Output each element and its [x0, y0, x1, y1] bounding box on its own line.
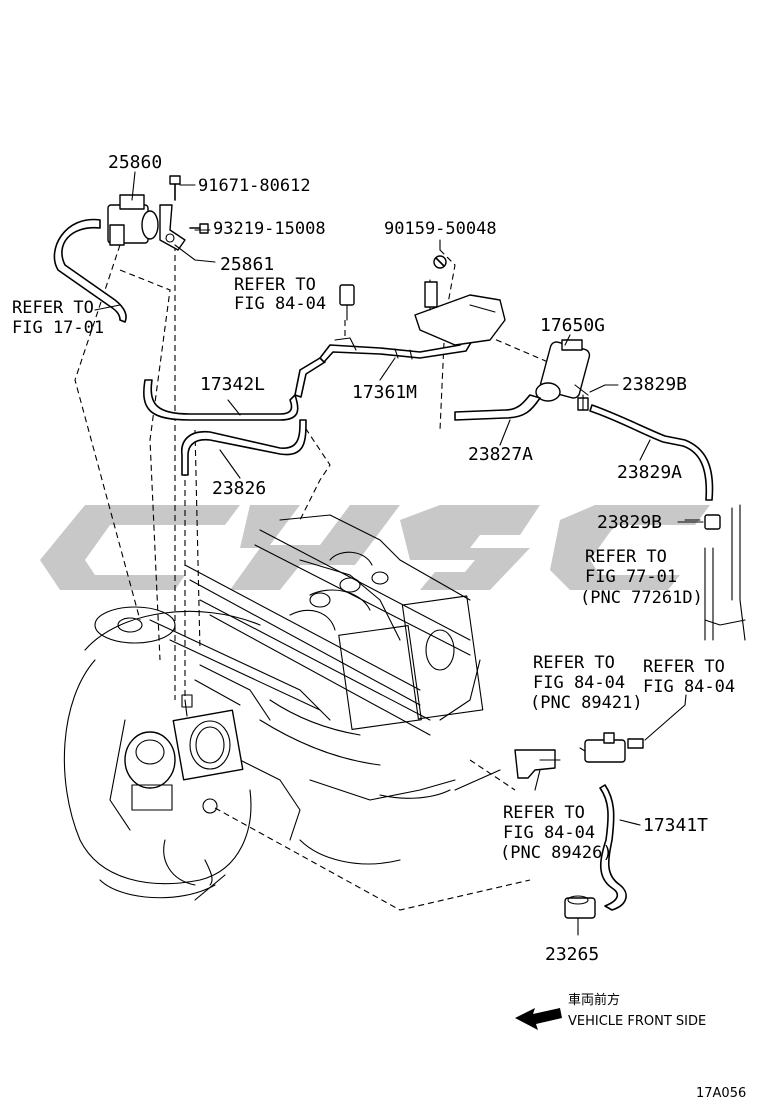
label-fig-17-01: FIG 17-01: [12, 318, 104, 338]
label-91671: 91671-80612: [198, 176, 311, 196]
label-refer-to-84-04-top: REFER TO: [234, 275, 316, 295]
hose-17341T: [599, 784, 627, 911]
label-23829A: 23829A: [617, 462, 682, 483]
label-17361M: 17361M: [352, 382, 417, 403]
pipes-fig-77-01: [704, 504, 746, 641]
clamp-23829B-top: [577, 394, 589, 411]
bracket-25861: [159, 204, 186, 251]
plug-fig-84-04-top: [339, 284, 355, 321]
label-fig-84-04-89426: FIG 84-04: [503, 823, 595, 843]
label-90159: 90159-50048: [384, 219, 497, 239]
label-pnc-89421: (PNC 89421): [530, 693, 643, 713]
hose-23829A: [589, 404, 714, 501]
hose-vsv: [53, 218, 127, 323]
label-refer-to-77-01: REFER TO: [585, 547, 667, 567]
label-fig-84-04-89421: FIG 84-04: [533, 673, 625, 693]
bolt-93219: [189, 223, 209, 234]
label-refer-to-89421: REFER TO: [533, 653, 615, 673]
dashed-leaders: [74, 244, 556, 911]
label-pnc-89426: (PNC 89426): [500, 843, 613, 863]
label-fig-84-04-right: FIG 84-04: [643, 677, 735, 697]
tube-17342L-end: [294, 357, 326, 398]
clip-90159: [433, 255, 447, 269]
label-fig-77-01: FIG 77-01: [585, 567, 677, 587]
bolt-91671: [169, 175, 181, 201]
label-17342L: 17342L: [200, 374, 265, 395]
label-refer-to-89426: REFER TO: [503, 803, 585, 823]
label-17341T: 17341T: [643, 815, 708, 836]
vsv-bracket: [414, 279, 506, 346]
label-23829B-mid: 23829B: [597, 512, 662, 533]
label-refer-to-17-01: REFER TO: [12, 298, 94, 318]
engine-assembly: [63, 514, 501, 901]
vsv-25860: [107, 194, 159, 246]
label-23265: 23265: [545, 944, 599, 965]
leader-lines: [94, 171, 704, 936]
sensor-89421: [579, 732, 644, 763]
label-23827A: 23827A: [468, 444, 533, 465]
watermark-logo: [40, 505, 710, 590]
label-23826: 23826: [212, 478, 266, 499]
label-vehicle-front-jp: 車両前方: [568, 992, 620, 1008]
hose-23827A: [454, 394, 541, 421]
sensor-23265: [564, 895, 596, 919]
vehicle-front-arrow: [515, 1008, 562, 1030]
label-pnc-77261d: (PNC 77261D): [580, 588, 703, 608]
bracket-89426: [514, 749, 561, 779]
label-vehicle-front-side: VEHICLE FRONT SIDE: [568, 1014, 706, 1029]
label-25861: 25861: [220, 254, 274, 275]
vsv-17650G: [535, 339, 591, 402]
hose-23826: [181, 419, 307, 476]
label-93219: 93219-15008: [213, 219, 326, 239]
label-fig-84-04-top: FIG 84-04: [234, 294, 326, 314]
label-23829B-top: 23829B: [622, 374, 687, 395]
label-17650G: 17650G: [540, 315, 605, 336]
tube-17342L: [143, 379, 299, 421]
label-refer-to-right: REFER TO: [643, 657, 725, 677]
label-25860: 25860: [108, 152, 162, 173]
figure-code: 17A056: [696, 1086, 746, 1101]
clamp-23829B-mid: [704, 514, 721, 530]
